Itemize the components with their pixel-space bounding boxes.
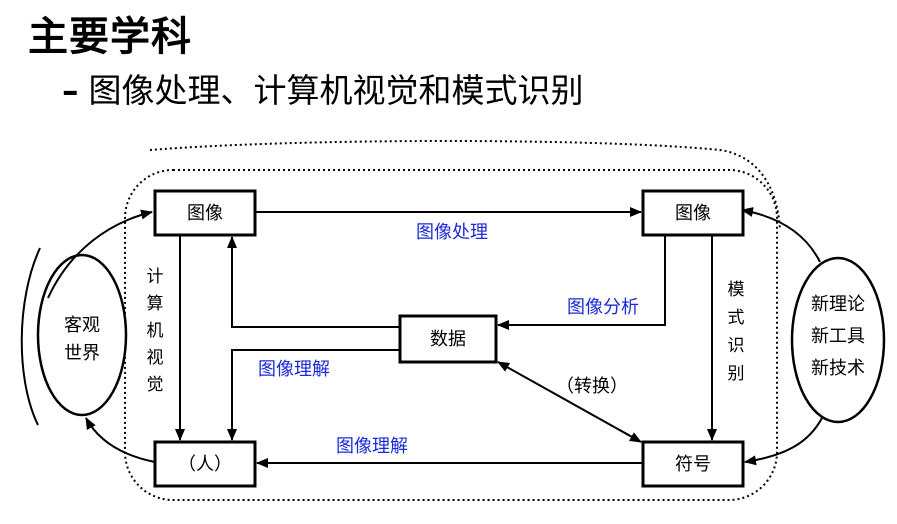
world-line-1: 客观 (64, 315, 100, 336)
cv-char-1: 计 (147, 267, 164, 287)
pr-char-3: 识 (728, 336, 745, 356)
label-image-processing: 图像处理 (416, 222, 488, 243)
page-subtitle: –图像处理、计算机视觉和模式识别 (62, 64, 584, 112)
box-symbol-label: 符号 (675, 454, 711, 475)
box-data (398, 314, 498, 364)
label-image-understanding-mid: 图像理解 (258, 359, 330, 380)
label-image-understanding-bottom: 图像理解 (336, 436, 408, 457)
box-data-label: 数据 (430, 329, 466, 350)
tech-line-2: 新工具 (811, 326, 865, 347)
world-line-2: 世界 (64, 343, 100, 364)
world-arc (20, 247, 41, 426)
box-image-left (153, 189, 257, 237)
box-person-label: （人） (178, 454, 232, 475)
cv-char-4: 视 (147, 348, 164, 368)
box-symbol (641, 440, 745, 488)
page-title: 主要学科 (28, 14, 192, 60)
label-convert: （转换） (556, 376, 628, 397)
box-image-right (641, 189, 745, 237)
box-image-right-label: 图像 (675, 203, 711, 224)
cv-char-2: 算 (147, 294, 164, 314)
arrow-tech-to-symbol (744, 417, 823, 466)
pr-char-1: 模 (728, 280, 745, 300)
arrow-data-to-image (227, 236, 400, 328)
subtitle-text: 图像处理、计算机视觉和模式识别 (88, 71, 584, 110)
arrow-person-to-world (85, 417, 156, 463)
cv-char-3: 机 (147, 321, 164, 341)
arrow-data-to-person (227, 349, 400, 441)
cv-char-5: 觉 (147, 375, 164, 395)
box-person (153, 440, 257, 488)
arrow-world-to-image (47, 209, 153, 299)
tech-line-1: 新理论 (811, 294, 865, 315)
tech-ellipse (790, 256, 886, 424)
box-image-left-label: 图像 (187, 203, 223, 224)
pr-char-2: 式 (728, 308, 745, 328)
bullet-dash: – (62, 71, 79, 110)
tech-line-3: 新技术 (811, 358, 865, 379)
pr-char-4: 别 (728, 364, 745, 384)
arrow-image-analysis (497, 235, 666, 330)
world-ellipse (36, 253, 128, 417)
arrow-data-symbol-convert (497, 361, 642, 443)
label-image-analysis: 图像分析 (567, 297, 639, 318)
arrow-tech-to-image (741, 207, 821, 263)
